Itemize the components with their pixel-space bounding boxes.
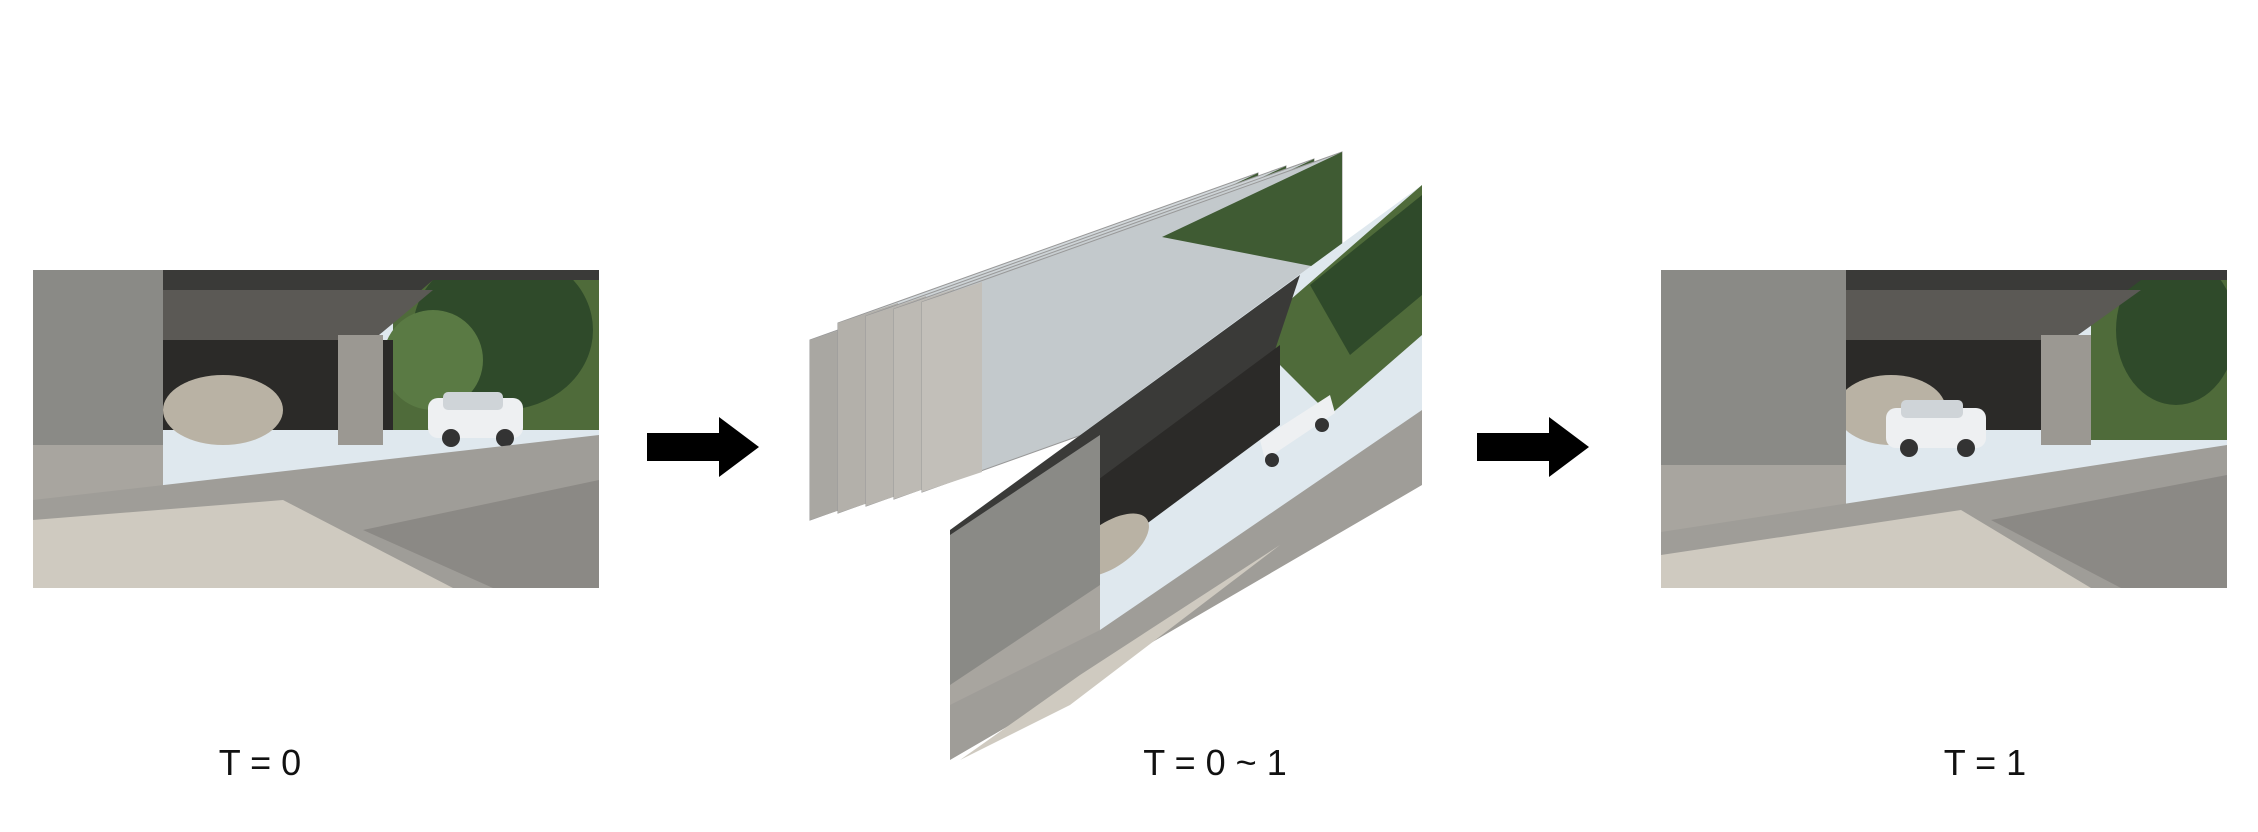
caption-t-range: T = 0 ~ 1 [1143, 742, 1287, 783]
stack-frame-front [950, 185, 1422, 760]
arrow-right-icon [1477, 417, 1589, 477]
stack-frame-5 [921, 151, 1343, 493]
frame-stack [809, 151, 1422, 760]
arrow-right-icon [647, 417, 759, 477]
scene-t1 [1661, 270, 2227, 588]
scene-t0 [33, 270, 599, 588]
photo-t1 [1661, 270, 2227, 588]
photo-t0 [33, 270, 599, 588]
caption-t1: T = 1 [1943, 742, 2027, 783]
caption-t0: T = 0 [218, 742, 302, 783]
